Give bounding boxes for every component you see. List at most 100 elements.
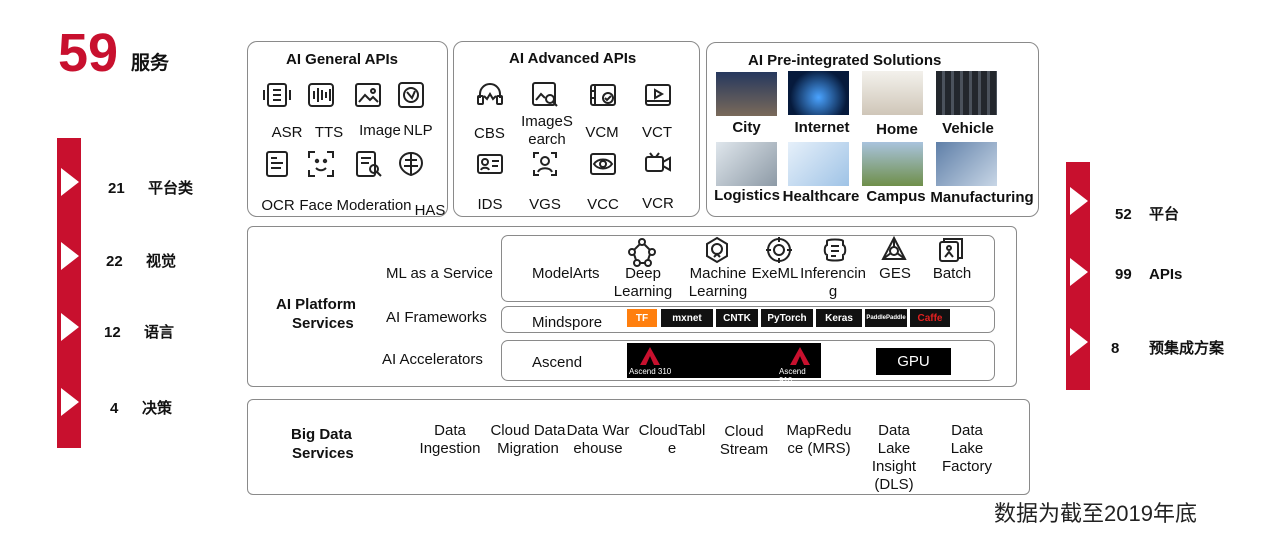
api-label: NLP: [403, 122, 433, 139]
home-photo: [862, 71, 923, 115]
batch-icon: [936, 235, 966, 265]
video-check-icon: [588, 80, 618, 110]
api-label: VCT: [642, 124, 672, 141]
chevron-icon: [61, 168, 79, 196]
solution-label: Manufacturing: [930, 189, 1034, 206]
headset-icon: [475, 80, 505, 110]
bigdata-item: CloudTable: [638, 422, 706, 457]
ml-label: ExeML: [751, 265, 799, 282]
solution-label: Vehicle: [942, 120, 994, 137]
cntk-logo: CNTK: [716, 309, 758, 327]
tensorflow-logo: TF: [627, 309, 657, 327]
total-services-label: 服务: [131, 53, 170, 74]
bigdata-title: Big Data: [291, 426, 352, 443]
gpu-badge: GPU: [876, 348, 951, 375]
paddlepaddle-logo: PaddlePaddle: [865, 309, 907, 327]
pytorch-logo: PyTorch: [761, 309, 813, 327]
solution-label: Healthcare: [782, 188, 860, 205]
chevron-icon: [61, 313, 79, 341]
internet-photo: [788, 71, 849, 115]
image-icon: [353, 80, 383, 110]
general-apis-box: [247, 41, 448, 217]
graph-icon: [879, 235, 909, 265]
api-label: VCM: [585, 124, 619, 141]
solution-label: Internet: [794, 119, 850, 136]
api-label: Moderation: [336, 197, 412, 214]
platform-title: AI Platform: [276, 296, 357, 313]
api-label: IDS: [477, 196, 503, 213]
general-apis-title: AI General APIs: [286, 51, 398, 68]
bigdata-item: Data Lake Factory: [941, 422, 992, 475]
api-label: ASR: [271, 124, 303, 141]
ml-label: Inferencing: [800, 265, 866, 300]
ascend-logo-icon: [790, 347, 810, 365]
api-label: Image: [359, 122, 401, 139]
mlaas-row: [501, 235, 995, 302]
bigdata-title: Services: [292, 445, 354, 462]
video-tag-icon: [643, 80, 673, 110]
mindspore-label: Mindspore: [532, 314, 603, 331]
ascend-label: Ascend: [532, 354, 583, 371]
manufacturing-photo: [936, 142, 997, 186]
vehicle-photo: [936, 71, 997, 115]
solution-label: Campus: [866, 188, 926, 205]
api-label: CBS: [474, 125, 505, 142]
advanced-apis-box: [453, 41, 700, 217]
face-icon: [306, 149, 336, 179]
chevron-icon: [61, 242, 79, 270]
api-label: VCC: [587, 196, 619, 213]
api-label: HAS: [414, 202, 446, 219]
inferencing-icon: [820, 235, 850, 265]
city-photo: [716, 72, 777, 116]
solution-label: Logistics: [714, 187, 780, 204]
footer-note: 数据为截至2019年底: [994, 501, 1197, 526]
ascend-logo-icon: [640, 347, 660, 365]
api-label: OCR: [261, 197, 295, 214]
chevron-icon: [1070, 187, 1088, 215]
ml-label: Deep Learning: [613, 265, 673, 300]
video-face-icon: [530, 149, 560, 179]
chevron-icon: [61, 388, 79, 416]
chevron-icon: [1070, 258, 1088, 286]
platform-row-label: AI Frameworks: [386, 309, 487, 326]
caffe-logo: Caffe: [910, 309, 950, 327]
bigdata-item: Data Ingestion: [419, 422, 481, 457]
bigdata-item: Cloud Stream: [719, 423, 769, 458]
network-icon: [627, 237, 657, 267]
moderation-icon: [353, 149, 383, 179]
total-services-number: 59: [58, 23, 119, 83]
api-label: ImageSearch: [521, 113, 573, 148]
solutions-title: AI Pre-integrated Solutions: [748, 52, 942, 69]
solution-label: City: [732, 119, 761, 136]
gear-icon: [764, 235, 794, 265]
platform-row-label: ML as a Service: [386, 265, 493, 282]
video-eye-icon: [588, 149, 618, 179]
ascend-chips-panel: Ascend 310 Ascend 910: [627, 343, 821, 385]
solution-label: Home: [876, 121, 918, 138]
chevron-icon: [1070, 328, 1088, 356]
tts-icon: [306, 80, 336, 110]
bigdata-box: [247, 399, 1030, 495]
ml-label: Machine Learning: [688, 265, 748, 300]
modelarts-label: ModelArts: [532, 265, 600, 282]
bigdata-item: Data Lake Insight (DLS): [871, 422, 917, 493]
healthcare-photo: [788, 142, 849, 186]
advanced-apis-title: AI Advanced APIs: [509, 50, 637, 67]
ml-label: GES: [879, 265, 911, 282]
api-label: VGS: [529, 196, 561, 213]
logistics-photo: [716, 142, 777, 186]
video-camera-icon: [643, 149, 673, 179]
bigdata-item: Data Warehouse: [566, 422, 630, 457]
ascend-chip-label: Ascend 910: [779, 367, 806, 385]
bigdata-item: MapReduce (MRS): [786, 422, 852, 457]
ascend-chip-label: Ascend 310: [629, 367, 672, 376]
ml-label: Batch: [932, 265, 972, 282]
keras-logo: Keras: [816, 309, 862, 327]
nlp-icon: [396, 80, 426, 110]
brain-icon: [702, 235, 732, 265]
